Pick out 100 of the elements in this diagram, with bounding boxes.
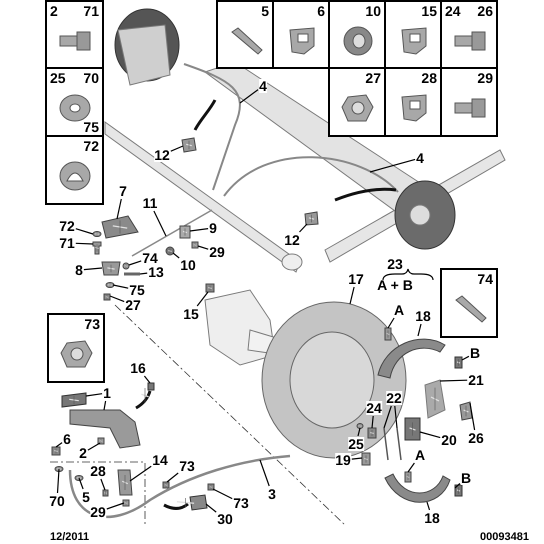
part-number: 73 xyxy=(84,317,100,331)
leader-line xyxy=(78,478,84,490)
washer xyxy=(54,466,64,472)
part-number: 27 xyxy=(365,71,381,85)
leader-line xyxy=(106,502,124,510)
pin xyxy=(122,262,130,270)
part-number: 70 xyxy=(83,71,99,85)
callout-number: 20 xyxy=(441,433,457,447)
leader-line xyxy=(56,468,60,494)
leader-line xyxy=(371,416,374,428)
callout-number: 11 xyxy=(142,196,158,210)
part-number: 5 xyxy=(261,4,269,18)
leader-line xyxy=(349,286,355,304)
callout-number: 19 xyxy=(335,453,351,467)
handbrake-lever xyxy=(70,410,141,449)
washer xyxy=(106,282,114,288)
leader-line xyxy=(394,406,398,428)
part-number: 72 xyxy=(83,139,99,153)
leader-line xyxy=(112,284,128,289)
washer xyxy=(92,231,102,237)
callout-number: 4 xyxy=(416,151,424,165)
part-thumbnail-panel xyxy=(216,0,274,69)
callout-number: 74 xyxy=(142,251,158,265)
cable-clip xyxy=(304,211,319,226)
part-number: 74 xyxy=(477,272,493,286)
tension-spring xyxy=(124,272,140,276)
bracket xyxy=(101,215,139,239)
leader-line xyxy=(166,472,179,482)
callout-number: 30 xyxy=(217,512,233,526)
cable-end xyxy=(135,382,154,410)
part-number: 75 xyxy=(83,120,99,134)
bleed-screw xyxy=(362,452,370,466)
leader-line xyxy=(172,252,180,258)
callout-number: 23 xyxy=(387,256,403,272)
leader-line xyxy=(110,295,124,302)
cable-end xyxy=(52,446,60,456)
part-thumbnail-panel xyxy=(440,67,498,137)
part-thumbnail-panel xyxy=(328,67,386,137)
leader-line xyxy=(352,457,362,460)
callout-number: 17 xyxy=(348,272,364,286)
leader-line xyxy=(84,267,102,270)
callout-number: 9 xyxy=(209,221,217,235)
part-number: 25 xyxy=(50,71,66,85)
brake-shoe xyxy=(378,338,446,378)
callout-number: 12 xyxy=(284,233,300,247)
leader-line xyxy=(130,466,152,482)
leader-line xyxy=(103,400,106,410)
callout-number: 21 xyxy=(468,373,484,387)
leader-line xyxy=(462,356,470,361)
leader-line xyxy=(190,228,208,232)
leader-line xyxy=(86,393,102,397)
leader-line xyxy=(56,442,62,448)
leader-line xyxy=(140,272,148,275)
callout-number: 70 xyxy=(49,494,65,508)
callout-number: 12 xyxy=(154,148,170,162)
callout-number: 16 xyxy=(130,361,146,375)
callout-number: 10 xyxy=(180,258,196,272)
leader-line xyxy=(76,228,94,235)
part-thumbnail-panel xyxy=(45,0,104,69)
part-thumbnail-panel xyxy=(45,135,104,205)
callout-text: A + B xyxy=(377,277,413,293)
callout-number: 8 xyxy=(75,263,83,277)
part-number: 28 xyxy=(421,71,437,85)
brake-cable xyxy=(184,63,241,190)
leader-line xyxy=(426,502,430,510)
callout-number: 4 xyxy=(259,79,267,93)
part-number: 6 xyxy=(317,4,325,18)
brake-cable xyxy=(223,156,399,202)
callout-number: 15 xyxy=(183,307,199,321)
diagram-number: 00093481 xyxy=(480,531,529,543)
part-thumbnail-panel xyxy=(440,268,498,338)
callout-number: 29 xyxy=(209,245,225,259)
leader-line xyxy=(128,260,142,266)
leader-line xyxy=(383,406,392,428)
part-number: 71 xyxy=(83,4,99,18)
callout-number: 18 xyxy=(415,309,431,323)
callout-number: 75 xyxy=(129,283,145,297)
leader-line xyxy=(259,460,270,486)
callout-number: 1 xyxy=(103,386,111,400)
leader-line xyxy=(357,428,361,436)
leader-line xyxy=(144,376,150,384)
callout-number: 7 xyxy=(119,184,127,198)
adjuster-lever xyxy=(424,379,446,419)
callout-number: 27 xyxy=(125,298,141,312)
date-text: 12/2011 xyxy=(50,531,90,543)
leader-line xyxy=(170,145,184,152)
callout-number: 72 xyxy=(59,219,75,233)
leader-line xyxy=(417,324,422,336)
leader-line xyxy=(408,462,415,472)
part-number: 15 xyxy=(421,4,437,18)
leader-line xyxy=(240,89,258,104)
leader-line xyxy=(212,488,232,500)
callout-number: B xyxy=(470,346,480,360)
leader-line xyxy=(88,442,100,451)
part-number: 10 xyxy=(365,4,381,18)
brake-shoe xyxy=(384,474,450,503)
leader-line xyxy=(100,478,106,490)
leader-line xyxy=(454,483,460,488)
leader-line xyxy=(198,245,208,250)
wheel-cylinder xyxy=(404,418,420,440)
